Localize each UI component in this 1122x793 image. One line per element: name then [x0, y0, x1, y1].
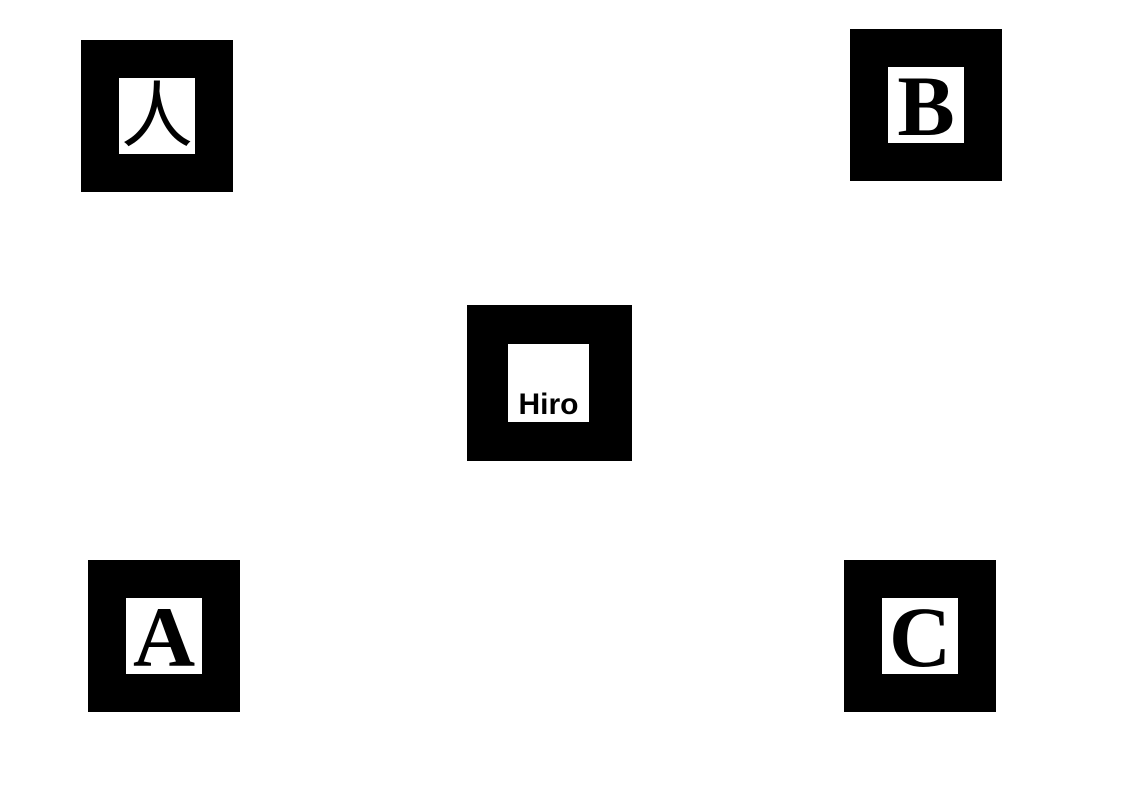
- a-marker-center: A: [126, 598, 202, 674]
- b-marker: B: [850, 29, 1002, 181]
- hiro-marker-label: Hiro: [518, 388, 579, 421]
- a-marker-label: A: [132, 598, 196, 674]
- a-marker: A: [88, 560, 240, 712]
- kanji-marker-label: 人: [120, 78, 193, 154]
- c-marker-label: C: [888, 598, 952, 674]
- hiro-marker-center: Hiro: [508, 344, 589, 422]
- c-marker-center: C: [882, 598, 958, 674]
- c-marker: C: [844, 560, 996, 712]
- b-marker-center: B: [888, 67, 964, 143]
- kanji-marker: 人: [81, 40, 233, 192]
- hiro-marker: Hiro: [467, 305, 632, 461]
- kanji-marker-center: 人: [119, 78, 195, 154]
- b-marker-label: B: [897, 67, 955, 143]
